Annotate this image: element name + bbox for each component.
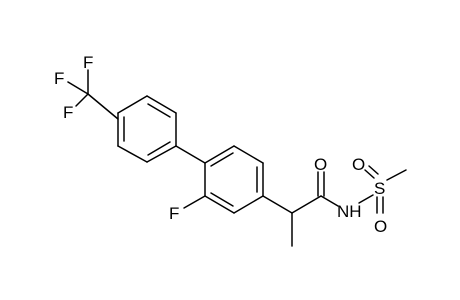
atom-f-bottom: F bbox=[63, 103, 73, 122]
bond-c-f-bottom bbox=[75, 93, 89, 107]
atom-oxygen-carbonyl: O bbox=[314, 155, 327, 174]
bond-c-f-left bbox=[67, 81, 89, 95]
atom-f-ring: F bbox=[169, 204, 179, 223]
bond-n-to-s bbox=[358, 194, 374, 204]
ring-a-double-2 bbox=[147, 141, 171, 156]
atom-sulfur: S bbox=[374, 179, 385, 198]
bond-ch-to-carbonyl bbox=[291, 195, 322, 214]
ring-a-bond-4 bbox=[117, 145, 148, 163]
atom-nitrogen: NH bbox=[337, 202, 362, 221]
ring-a-double-1 bbox=[147, 103, 171, 118]
atom-f-top: F bbox=[83, 53, 93, 72]
ring-b-double-1 bbox=[210, 152, 234, 167]
bond-biaryl bbox=[175, 145, 206, 164]
bond-s-to-methyl bbox=[386, 169, 407, 181]
bond-s-o-left-b bbox=[368, 165, 379, 175]
ring-a-bond-3 bbox=[146, 145, 177, 163]
ring-b-bond-2 bbox=[233, 145, 264, 164]
trifluoromethyl-group bbox=[67, 69, 119, 120]
ring-a-bond-6 bbox=[117, 95, 148, 114]
ring-b-bond-1 bbox=[204, 145, 235, 164]
ring-b-double-3 bbox=[210, 192, 234, 207]
ring-b-bond-4 bbox=[233, 195, 264, 214]
bond-cf3-to-ring bbox=[87, 93, 119, 120]
atom-oxygen-sulfonyl-left: O bbox=[352, 155, 365, 174]
upper-phenyl-ring bbox=[117, 95, 177, 163]
bond-s-o-left-a bbox=[364, 169, 375, 179]
ring-b-bond-5 bbox=[204, 195, 235, 214]
bond-carbonyl-to-n bbox=[320, 195, 339, 207]
methanesulfonyl-group bbox=[358, 165, 407, 214]
side-chain bbox=[262, 171, 339, 247]
lower-phenyl-ring bbox=[204, 145, 264, 214]
ring-a-bond-1 bbox=[146, 95, 177, 114]
atom-oxygen-sulfonyl-bottom: O bbox=[374, 217, 387, 236]
bond-ring-to-ch bbox=[262, 195, 293, 214]
bond-ring-fluorine bbox=[183, 195, 206, 209]
atom-f-left: F bbox=[54, 69, 64, 88]
